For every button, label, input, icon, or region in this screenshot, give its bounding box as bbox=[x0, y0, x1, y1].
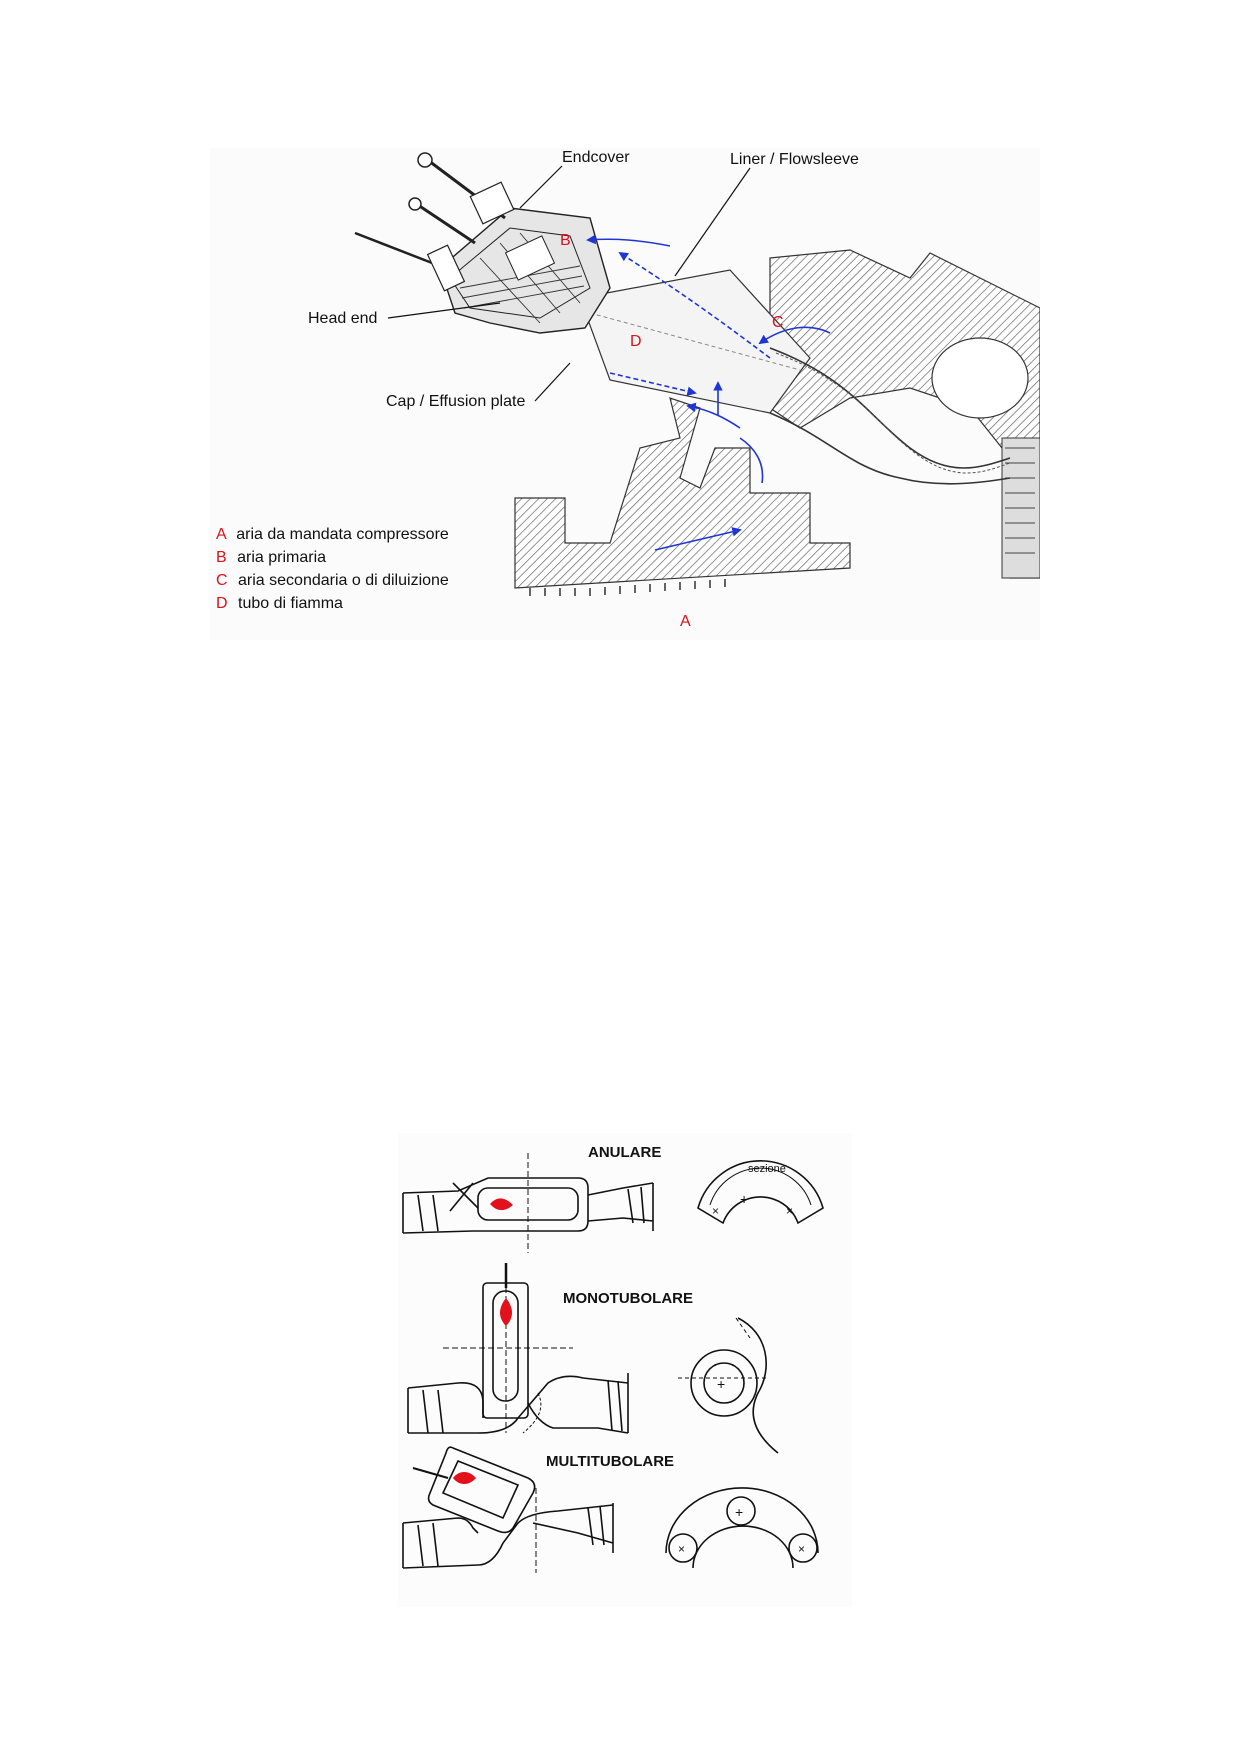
combustor-drawing: Endcover Liner / Flowsleeve Head end Cap… bbox=[210, 148, 1040, 640]
svg-text:×: × bbox=[712, 1204, 719, 1218]
svg-text:×: × bbox=[786, 1204, 793, 1218]
legend-text: aria primaria bbox=[237, 549, 326, 566]
legend-item: B aria primaria bbox=[216, 549, 326, 566]
casing-base bbox=[514, 397, 851, 589]
legend-text: aria da mandata compressore bbox=[236, 526, 449, 543]
monotubolare-section-view: + bbox=[678, 1317, 779, 1454]
flame-icon bbox=[453, 1471, 476, 1485]
label-head-end: Head end bbox=[308, 310, 377, 327]
title-multitubolare: MULTITUBOLARE bbox=[546, 1453, 674, 1470]
combustor-diagram: Endcover Liner / Flowsleeve Head end Cap… bbox=[210, 148, 1040, 640]
legend-key: B bbox=[216, 549, 227, 566]
svg-text:+: + bbox=[717, 1376, 725, 1392]
marker-a: A bbox=[680, 613, 691, 630]
anulare-section-view: + × × bbox=[697, 1160, 824, 1225]
legend-item: C aria secondaria o di diluizione bbox=[216, 572, 449, 589]
casing-base-teeth bbox=[529, 579, 726, 596]
svg-text:+: + bbox=[740, 1191, 748, 1207]
marker-d: D bbox=[630, 333, 642, 350]
title-monotubolare: MONOTUBOLARE bbox=[563, 1290, 693, 1307]
flame-icon bbox=[490, 1198, 513, 1211]
nozzle-vanes bbox=[1005, 447, 1035, 554]
marker-c: C bbox=[772, 314, 784, 331]
legend-key: D bbox=[216, 595, 228, 612]
multitubolare-side-view bbox=[402, 1446, 614, 1573]
flame-icon bbox=[500, 1298, 512, 1326]
legend-text: tubo di fiamma bbox=[238, 595, 343, 612]
combustor-types-diagram: ANULARE sezione + × × MONOTUBOLARE bbox=[398, 1133, 852, 1607]
head-end-assembly bbox=[354, 152, 611, 334]
svg-text:×: × bbox=[678, 1542, 685, 1556]
svg-text:×: × bbox=[798, 1542, 805, 1556]
label-sezione: sezione bbox=[748, 1163, 786, 1175]
flow-arrows bbox=[586, 234, 831, 551]
legend-text: aria secondaria o di diluizione bbox=[238, 572, 449, 589]
monotubolare-side-view bbox=[407, 1263, 629, 1434]
legend: A aria da mandata compressore B aria pri… bbox=[216, 526, 449, 612]
legend-key: C bbox=[216, 572, 228, 589]
marker-b: B bbox=[560, 232, 571, 249]
title-anulare: ANULARE bbox=[588, 1144, 661, 1161]
label-cap-effusion-plate: Cap / Effusion plate bbox=[386, 393, 525, 410]
anulare-side-view bbox=[402, 1153, 654, 1253]
multitubolare-section-view: + × × bbox=[665, 1487, 819, 1569]
casing-opening bbox=[931, 337, 1029, 419]
label-endcover: Endcover bbox=[562, 149, 630, 166]
combustor-types-drawing: ANULARE sezione + × × MONOTUBOLARE bbox=[398, 1133, 852, 1607]
svg-text:+: + bbox=[735, 1504, 743, 1520]
leader-lines bbox=[387, 165, 751, 402]
legend-item: A aria da mandata compressore bbox=[216, 526, 449, 543]
legend-key: A bbox=[216, 526, 227, 543]
liner-flowsleeve bbox=[579, 269, 1011, 485]
legend-item: D tubo di fiamma bbox=[216, 595, 343, 612]
label-liner-flowsleeve: Liner / Flowsleeve bbox=[730, 151, 859, 168]
